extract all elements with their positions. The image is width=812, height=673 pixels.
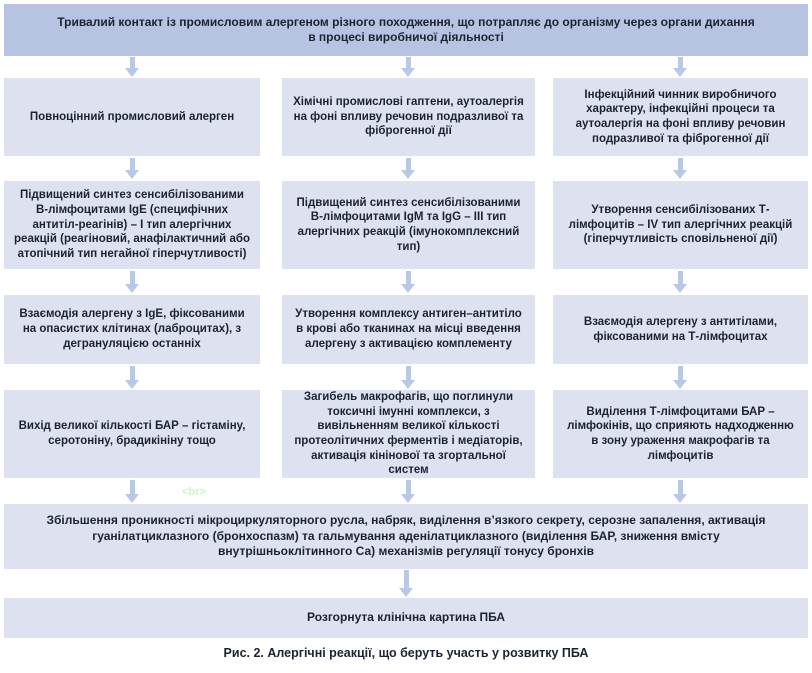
flow-box-left-4: Вихід великої кількості БАР – гістаміну,… [4, 390, 260, 478]
render-artifact: <br> [182, 486, 206, 498]
flow-arrow [401, 57, 415, 77]
flow-box-middle-1: Хімічні промислові гаптени, аутоалергія … [282, 78, 535, 156]
flow-arrow [125, 366, 139, 389]
flow-arrow [125, 271, 139, 293]
flow-box-final: Розгорнута клінічна картина ПБА [4, 598, 808, 638]
flow-box-top: Тривалий контакт із промисловим алергено… [4, 4, 808, 56]
figure-caption: Рис. 2. Алергічні реакції, що беруть уча… [223, 646, 589, 660]
flow-box-right-3: Взаємодія алергену з антитілами, фіксова… [553, 295, 808, 364]
flow-arrow [125, 158, 139, 179]
flow-arrow [401, 158, 415, 179]
flow-box-left-2: Підвищений синтез сенсибілізованими В-лі… [4, 181, 260, 269]
flow-box-left-3: Взаємодія алергену з IgE, фіксованими на… [4, 295, 260, 364]
flow-arrow [673, 271, 687, 293]
flow-box-right-4: Виділення Т-лімфоцитами БАР – лімфокінів… [553, 390, 808, 478]
flow-arrow [673, 480, 687, 503]
flow-box-merge: Збільшення проникності мікроциркуляторно… [4, 504, 808, 569]
flow-arrow [673, 366, 687, 389]
flow-arrow [125, 57, 139, 77]
flow-arrow [673, 57, 687, 77]
flow-arrow [399, 570, 413, 597]
flow-arrow [125, 480, 139, 503]
flow-arrow [673, 158, 687, 179]
flow-box-right-2: Утворення сенсибілізованих Т-лімфоцитів … [553, 181, 808, 269]
flow-arrow [401, 366, 415, 389]
flow-box-middle-2: Підвищений синтез сенсибілізованими В-лі… [282, 181, 535, 269]
flow-arrow [401, 480, 415, 503]
flow-box-right-1: Інфекційний чинник виробничого характеру… [553, 78, 808, 156]
flow-box-left-1: Повноцінний промисловий алерген [4, 78, 260, 156]
flow-box-middle-4: Загибель макрофагів, що поглинули токсич… [282, 390, 535, 478]
flow-box-middle-3: Утворення комплексу антиген–антитіло в к… [282, 295, 535, 364]
flow-arrow [401, 271, 415, 293]
